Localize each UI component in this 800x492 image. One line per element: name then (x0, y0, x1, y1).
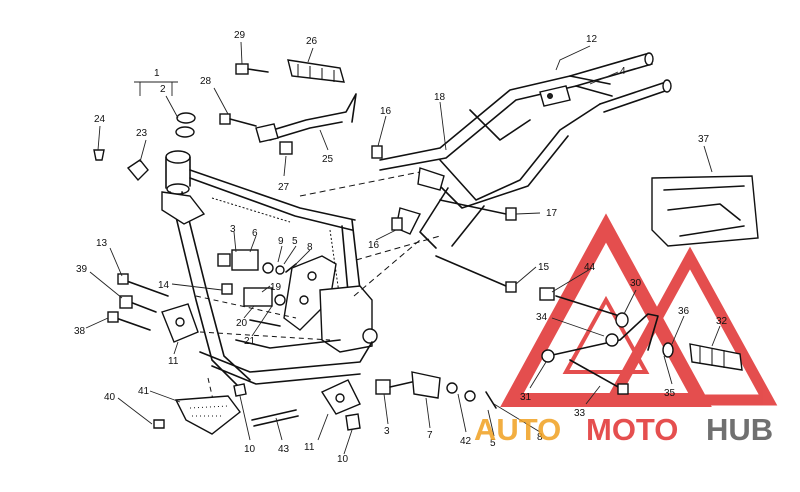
callout-23: 23 (136, 128, 148, 139)
callout-18: 18 (434, 92, 446, 103)
callout-20: 20 (236, 318, 248, 329)
watermark-auto: AUTO (474, 412, 561, 447)
callout-9: 9 (278, 236, 284, 247)
callout-12: 12 (586, 34, 598, 45)
callout-41: 41 (138, 386, 150, 397)
callout-2: 2 (160, 84, 166, 95)
callout-10: 10 (244, 444, 256, 455)
callout-43: 43 (278, 444, 290, 455)
callout-8: 8 (307, 242, 313, 253)
callout-21: 21 (244, 336, 256, 347)
callout-30: 30 (630, 278, 642, 289)
callout-16: 16 (368, 240, 380, 251)
watermark-moto: MOTO (586, 412, 678, 447)
callout-8: 8 (537, 432, 543, 443)
leader-lines (85, 41, 721, 455)
callout-33: 33 (574, 408, 586, 419)
callout-39: 39 (76, 264, 88, 275)
callout-32: 32 (716, 316, 728, 327)
callout-16: 16 (380, 106, 392, 117)
callout-4: 4 (620, 66, 626, 77)
callout-40: 40 (104, 392, 116, 403)
callout-31: 31 (520, 392, 532, 403)
callout-36: 36 (678, 306, 690, 317)
callout-35: 35 (664, 388, 676, 399)
callout-27: 27 (278, 182, 290, 193)
callout-5: 5 (490, 438, 496, 449)
main-frame (161, 150, 378, 431)
watermark-wordmark: AUTO MOTO HUB (474, 412, 773, 447)
callout-29: 29 (234, 30, 246, 41)
callout-11: 11 (304, 442, 315, 453)
callout-24: 24 (94, 114, 106, 125)
callout-14: 14 (158, 280, 170, 291)
callout-10: 10 (337, 454, 349, 465)
callout-5: 5 (292, 236, 298, 247)
small-parts (93, 59, 759, 435)
callout-42: 42 (460, 436, 472, 447)
callout-44: 44 (584, 262, 596, 273)
callout-7: 7 (427, 430, 433, 441)
callout-37: 37 (698, 134, 710, 145)
callout-15: 15 (538, 262, 550, 273)
callout-38: 38 (74, 326, 86, 337)
watermark-logo-triangles (500, 213, 778, 407)
callout-28: 28 (200, 76, 212, 87)
callout-6: 6 (252, 228, 258, 239)
callout-25: 25 (322, 154, 334, 165)
callout-11: 11 (168, 356, 179, 367)
callout-13: 13 (96, 238, 108, 249)
callout-17: 17 (546, 208, 558, 219)
callout-labels: 1 2 3 3 4 5 5 6 7 8 8 9 10 10 11 11 12 1… (74, 30, 728, 465)
callout-1: 1 (154, 68, 160, 79)
callout-3: 3 (230, 224, 236, 235)
callout-26: 26 (306, 36, 318, 47)
watermark-hub: HUB (706, 412, 773, 447)
callout-34: 34 (536, 312, 548, 323)
callout-3: 3 (384, 426, 390, 437)
callout-19: 19 (270, 282, 282, 293)
